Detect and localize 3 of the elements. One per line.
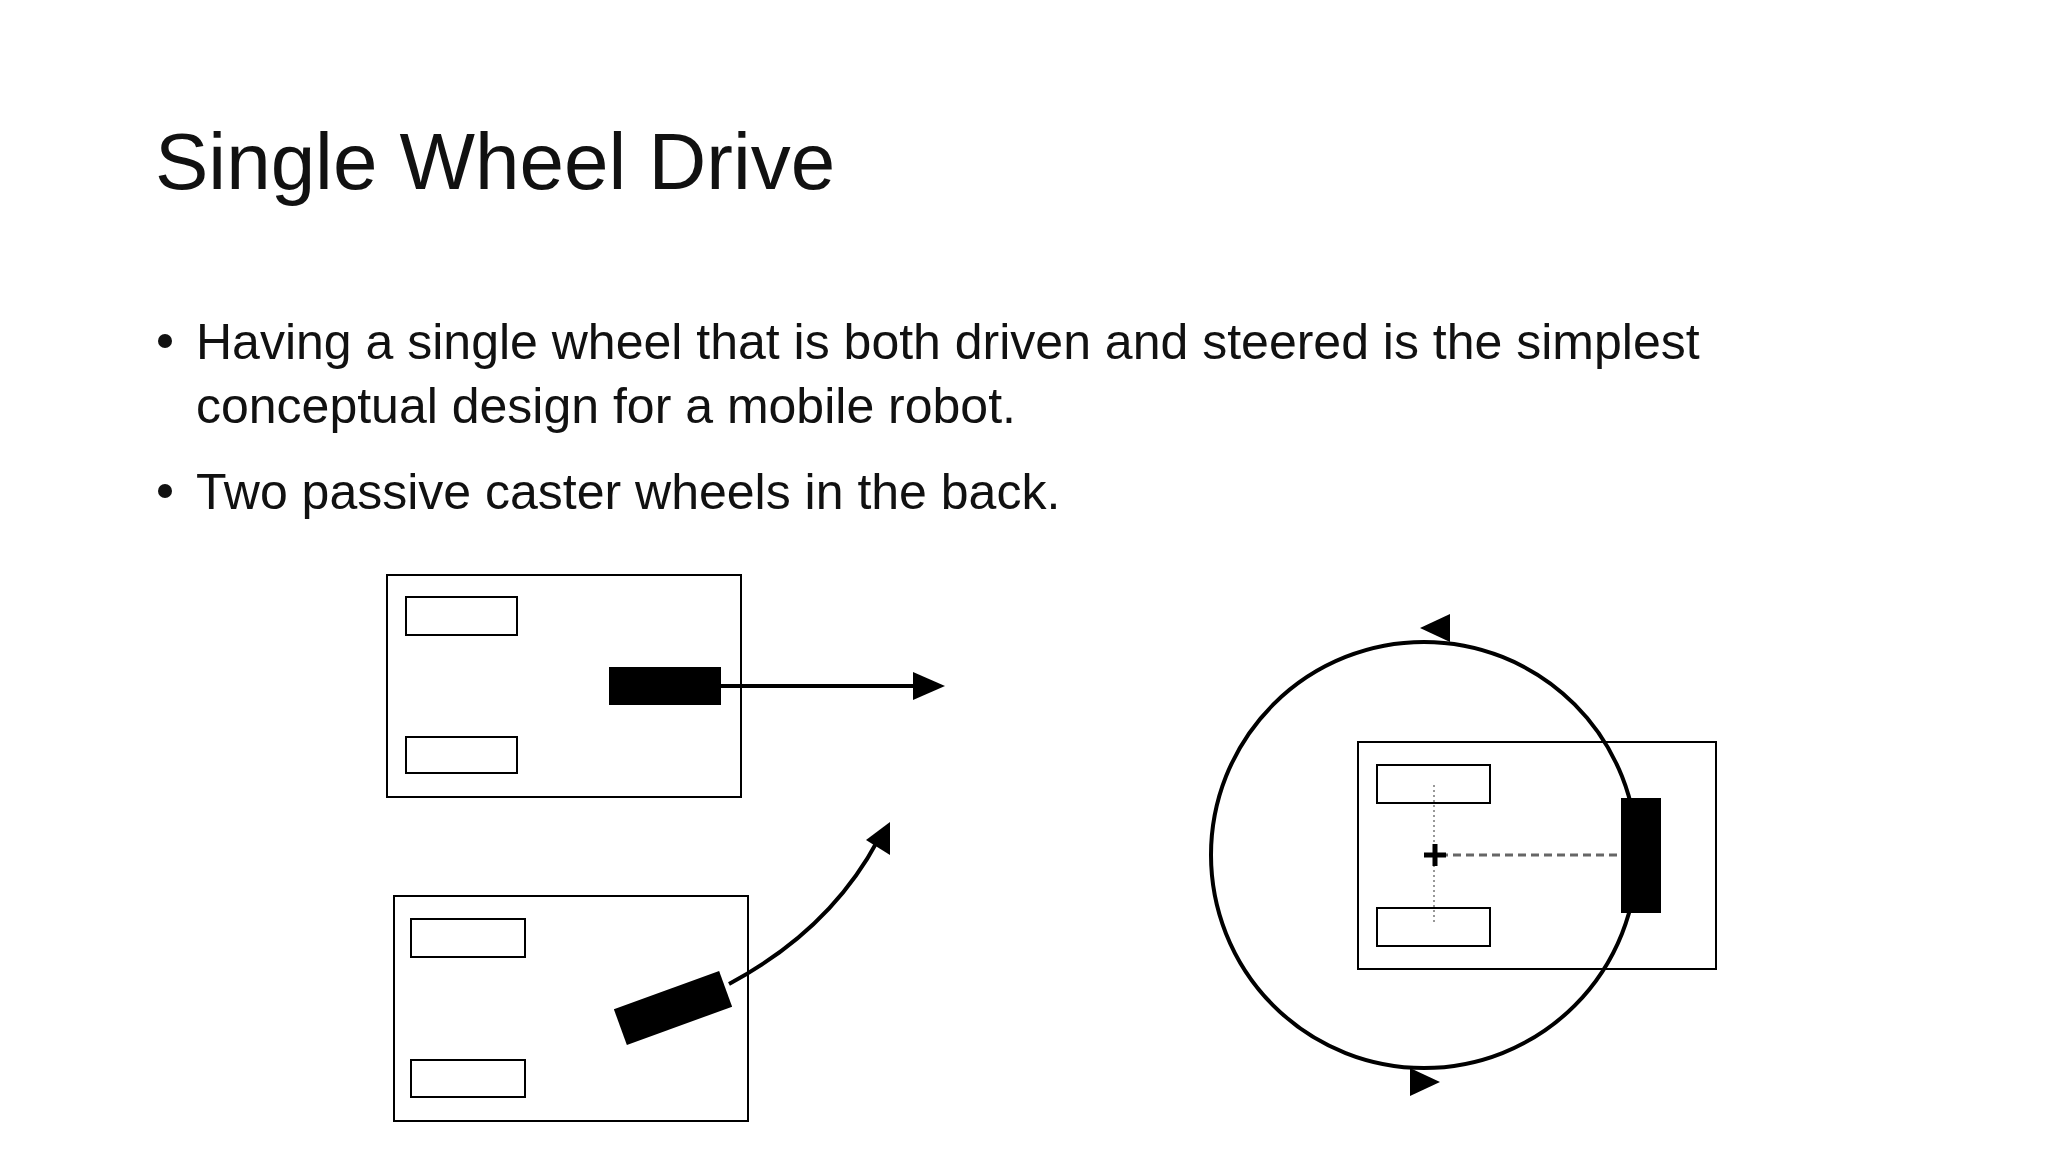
bullet-text: Two passive caster wheels in the back. [196, 464, 1061, 520]
bullet-text: Having a single wheel that is both driven and steered is the simplest conceptual design for a mobile robot. [196, 314, 1700, 434]
slide-title: Single Wheel Drive [155, 118, 836, 206]
